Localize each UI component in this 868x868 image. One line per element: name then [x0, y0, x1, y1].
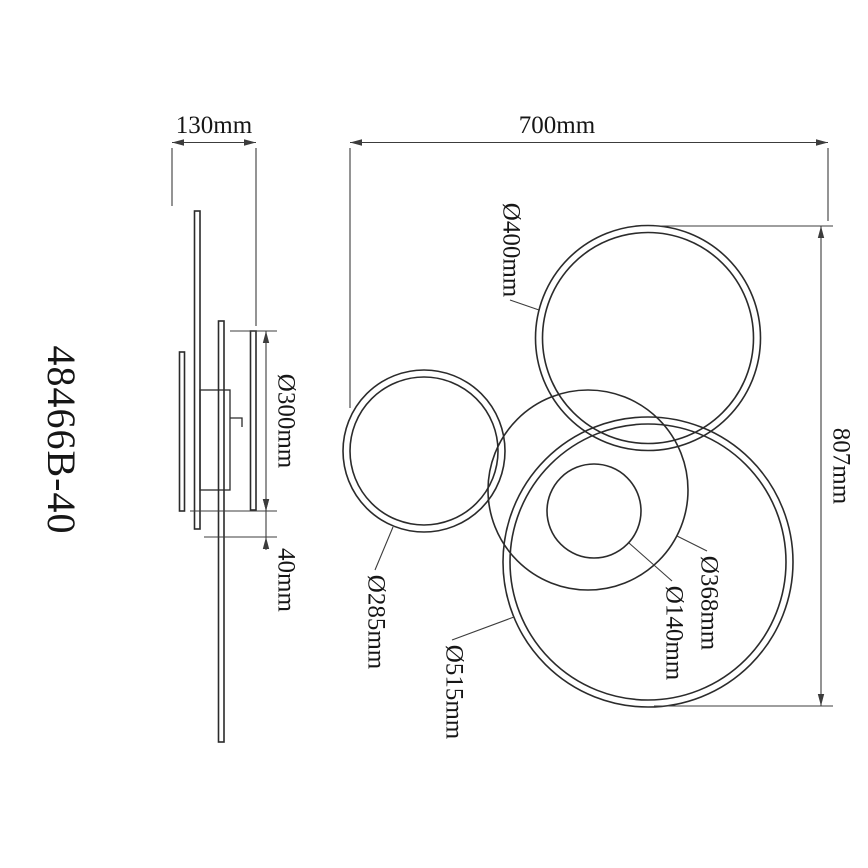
- side-view-dimensions: 130mm Ø300mm 40mm: [171, 112, 299, 612]
- ring-515-label: Ø515mm: [440, 645, 467, 740]
- front-view-dimensions: 700mm 807mm: [349, 112, 854, 707]
- front-view: [342, 224, 794, 708]
- model-number: 48466B-40: [39, 346, 84, 535]
- dim-canopy-label: Ø300mm: [272, 374, 299, 469]
- ring-285-inner: [349, 376, 499, 526]
- side-mount-bracket: [199, 389, 231, 491]
- center-disc-140: [546, 463, 642, 559]
- side-cable-hook: [230, 417, 243, 427]
- ring-285-outer: [342, 369, 506, 533]
- leader-285: [374, 526, 394, 571]
- side-canopy-plate: [249, 330, 257, 511]
- ring-callouts: Ø400mm Ø285mm Ø515mm Ø368mm Ø140mm: [362, 203, 722, 740]
- ring-368-label: Ø368mm: [695, 556, 722, 651]
- ring-515-inner: [509, 423, 787, 701]
- leader-515: [451, 616, 515, 641]
- leader-400: [509, 299, 540, 311]
- leader-140: [628, 542, 673, 582]
- dim-offset-label: 40mm: [272, 548, 299, 612]
- dim-width-label: 700mm: [519, 112, 596, 139]
- side-ring-bar-middle: [178, 351, 186, 512]
- leader-368: [676, 535, 708, 552]
- ring-285-label: Ø285mm: [362, 575, 389, 670]
- side-ring-bar-rear: [217, 320, 225, 743]
- side-view: [178, 210, 257, 743]
- ring-515-outer: [502, 416, 794, 708]
- side-ring-bar-front: [193, 210, 201, 530]
- ring-400-inner: [541, 231, 755, 445]
- ring-368-circle: [487, 389, 689, 591]
- ring-400-label: Ø400mm: [497, 203, 524, 298]
- dim-height-label: 807mm: [827, 428, 854, 505]
- ring-400-outer: [534, 224, 762, 452]
- ring-140-label: Ø140mm: [660, 586, 687, 681]
- dim-depth-label: 130mm: [176, 112, 253, 139]
